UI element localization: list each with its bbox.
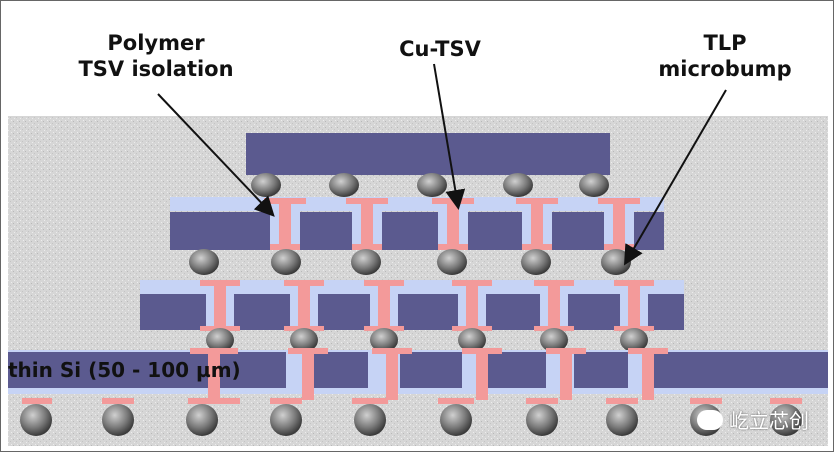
microbump xyxy=(329,173,359,197)
microbump xyxy=(417,173,447,197)
microbump xyxy=(271,249,301,275)
microbump xyxy=(521,249,551,275)
label-cutsv-text: Cu-TSV xyxy=(399,37,481,61)
solder-ball xyxy=(770,404,802,436)
microbump xyxy=(437,249,467,275)
solder-ball xyxy=(440,404,472,436)
label-cutsv: Cu-TSV xyxy=(380,36,500,62)
label-tlp-line1: TLP xyxy=(703,31,747,55)
bumps-row-3 xyxy=(206,328,648,352)
label-polymer: Polymer TSV isolation xyxy=(56,30,256,82)
microbump xyxy=(601,249,631,275)
solder-ball xyxy=(20,404,52,436)
microbump xyxy=(251,173,281,197)
label-tlp-line2: microbump xyxy=(658,57,792,81)
arrow-tlp xyxy=(623,89,727,266)
watermark-text: 屹立芯创 xyxy=(729,409,809,433)
microbump xyxy=(370,328,398,352)
die-layer-2 xyxy=(170,197,664,250)
solder-ball xyxy=(526,404,558,436)
cu-tsv-group xyxy=(22,348,802,404)
label-polymer-line1: Polymer xyxy=(107,31,205,55)
microbump xyxy=(189,249,219,275)
bumps-row-2 xyxy=(189,249,631,275)
microbump xyxy=(290,328,318,352)
microbump xyxy=(620,328,648,352)
bumps-row-1 xyxy=(251,173,609,197)
label-tlp: TLP microbump xyxy=(640,30,810,82)
bumps-bottom xyxy=(20,404,802,436)
die-layer-3 xyxy=(140,280,684,331)
watermark: 屹立芯创 xyxy=(697,405,809,434)
thin-si-die xyxy=(8,352,286,388)
microbump xyxy=(351,249,381,275)
silicon-die xyxy=(170,212,664,250)
label-thin-si: thin Si (50 - 100 µm) xyxy=(8,358,241,382)
wechat-icon xyxy=(697,409,723,430)
solder-ball xyxy=(354,404,386,436)
microbump xyxy=(503,173,533,197)
microbump xyxy=(579,173,609,197)
top-die xyxy=(246,133,610,175)
polymer-layer xyxy=(170,197,664,211)
arrow-cutsv xyxy=(433,63,466,210)
microbump xyxy=(206,328,234,352)
solder-ball xyxy=(606,404,638,436)
microbump xyxy=(458,328,486,352)
die-layer-bottom xyxy=(8,348,828,404)
solder-ball xyxy=(270,404,302,436)
arrow-polymer xyxy=(157,93,275,217)
label-polymer-line2: TSV isolation xyxy=(78,57,234,81)
solder-ball xyxy=(186,404,218,436)
solder-ball xyxy=(102,404,134,436)
microbump xyxy=(540,328,568,352)
cu-tsv-group xyxy=(264,198,640,250)
